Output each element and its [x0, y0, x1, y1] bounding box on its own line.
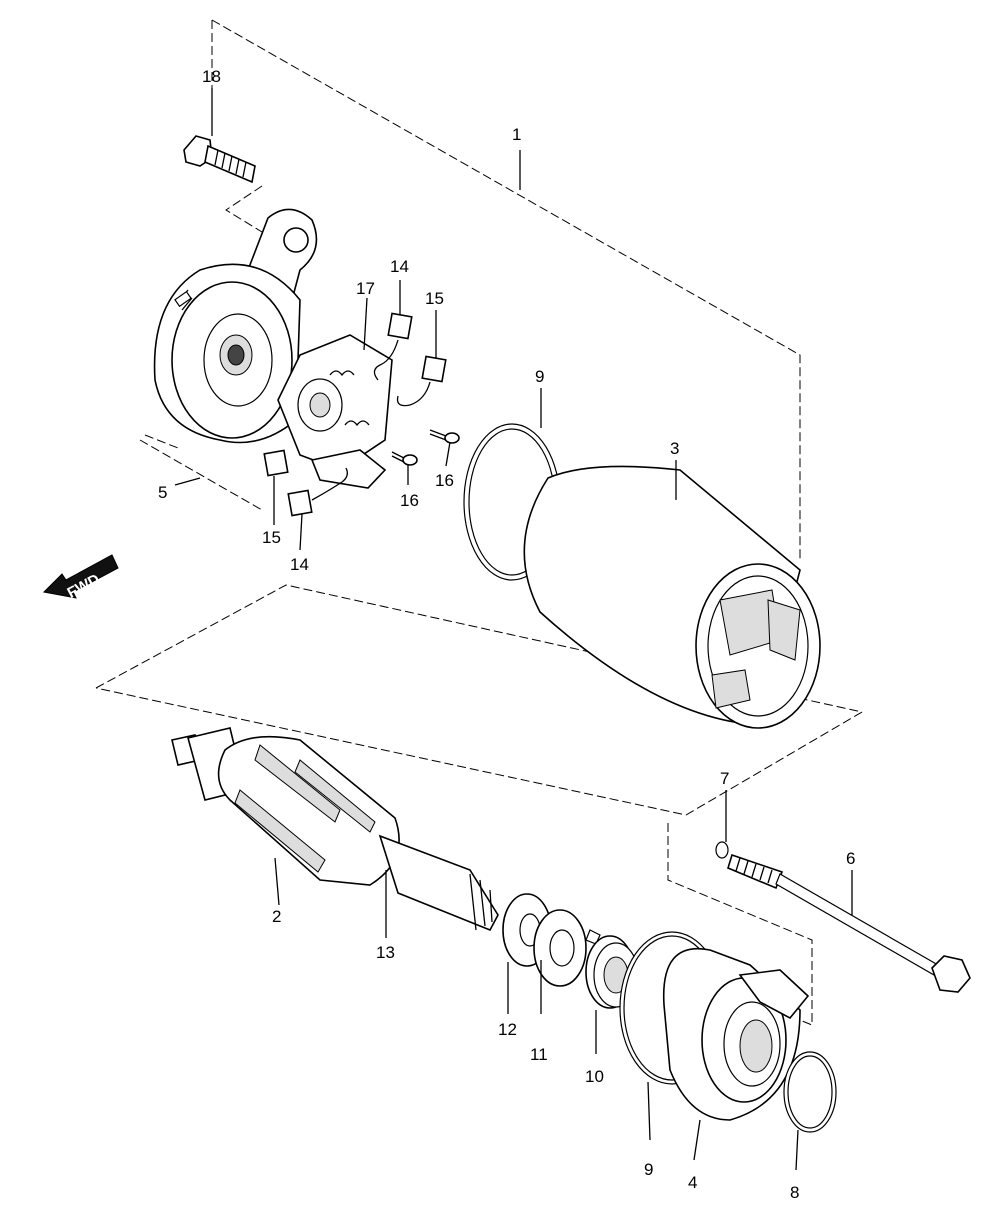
label-part-9-top: 9	[535, 367, 544, 386]
label-part-5: 5	[158, 483, 167, 502]
armature-2	[171, 727, 499, 932]
screw-16b	[391, 451, 418, 466]
leader-lines	[174, 88, 853, 1171]
brush-holder-assembly	[277, 334, 393, 489]
bolt-18	[183, 135, 256, 184]
yoke-3	[523, 465, 821, 729]
brush-14-bottom	[287, 467, 348, 517]
label-part-1: 1	[512, 125, 521, 144]
screw-16a	[429, 429, 460, 444]
label-part-2: 2	[272, 907, 281, 926]
label-part-6: 6	[846, 849, 855, 868]
brush-14-top	[373, 312, 413, 381]
brush-15-bottom	[263, 449, 289, 477]
label-part-4: 4	[688, 1173, 697, 1192]
label-part-16-left: 16	[400, 491, 419, 510]
label-part-15-bottom: 15	[262, 528, 281, 547]
label-part-8: 8	[790, 1183, 799, 1202]
o-ring-8	[783, 1051, 837, 1133]
label-part-10: 10	[585, 1067, 604, 1086]
assembly-outline-2	[95, 584, 864, 1026]
through-bolt-6	[727, 853, 971, 993]
label-part-9-bottom: 9	[644, 1160, 653, 1179]
part-labels: 1 2 3 4 5 6 7 8 9 9 10 11 12 13 14 14 15…	[158, 67, 855, 1202]
label-part-12: 12	[498, 1020, 517, 1039]
label-part-7: 7	[720, 769, 729, 788]
brush-15-top	[396, 355, 447, 407]
lock-washer-11	[533, 909, 601, 987]
label-part-18: 18	[202, 67, 221, 86]
label-part-14-top: 14	[390, 257, 409, 276]
fwd-direction-arrow: FWD	[42, 554, 119, 602]
rear-bracket-5	[153, 208, 318, 444]
front-cover-4	[662, 948, 810, 1121]
label-part-11: 11	[530, 1045, 548, 1064]
label-part-3: 3	[670, 439, 679, 458]
washer-7	[715, 841, 729, 859]
label-part-17: 17	[356, 279, 375, 298]
label-part-14-bottom: 14	[290, 555, 309, 574]
label-part-16-right: 16	[435, 471, 454, 490]
label-part-13: 13	[376, 943, 395, 962]
label-part-15-top: 15	[425, 289, 444, 308]
